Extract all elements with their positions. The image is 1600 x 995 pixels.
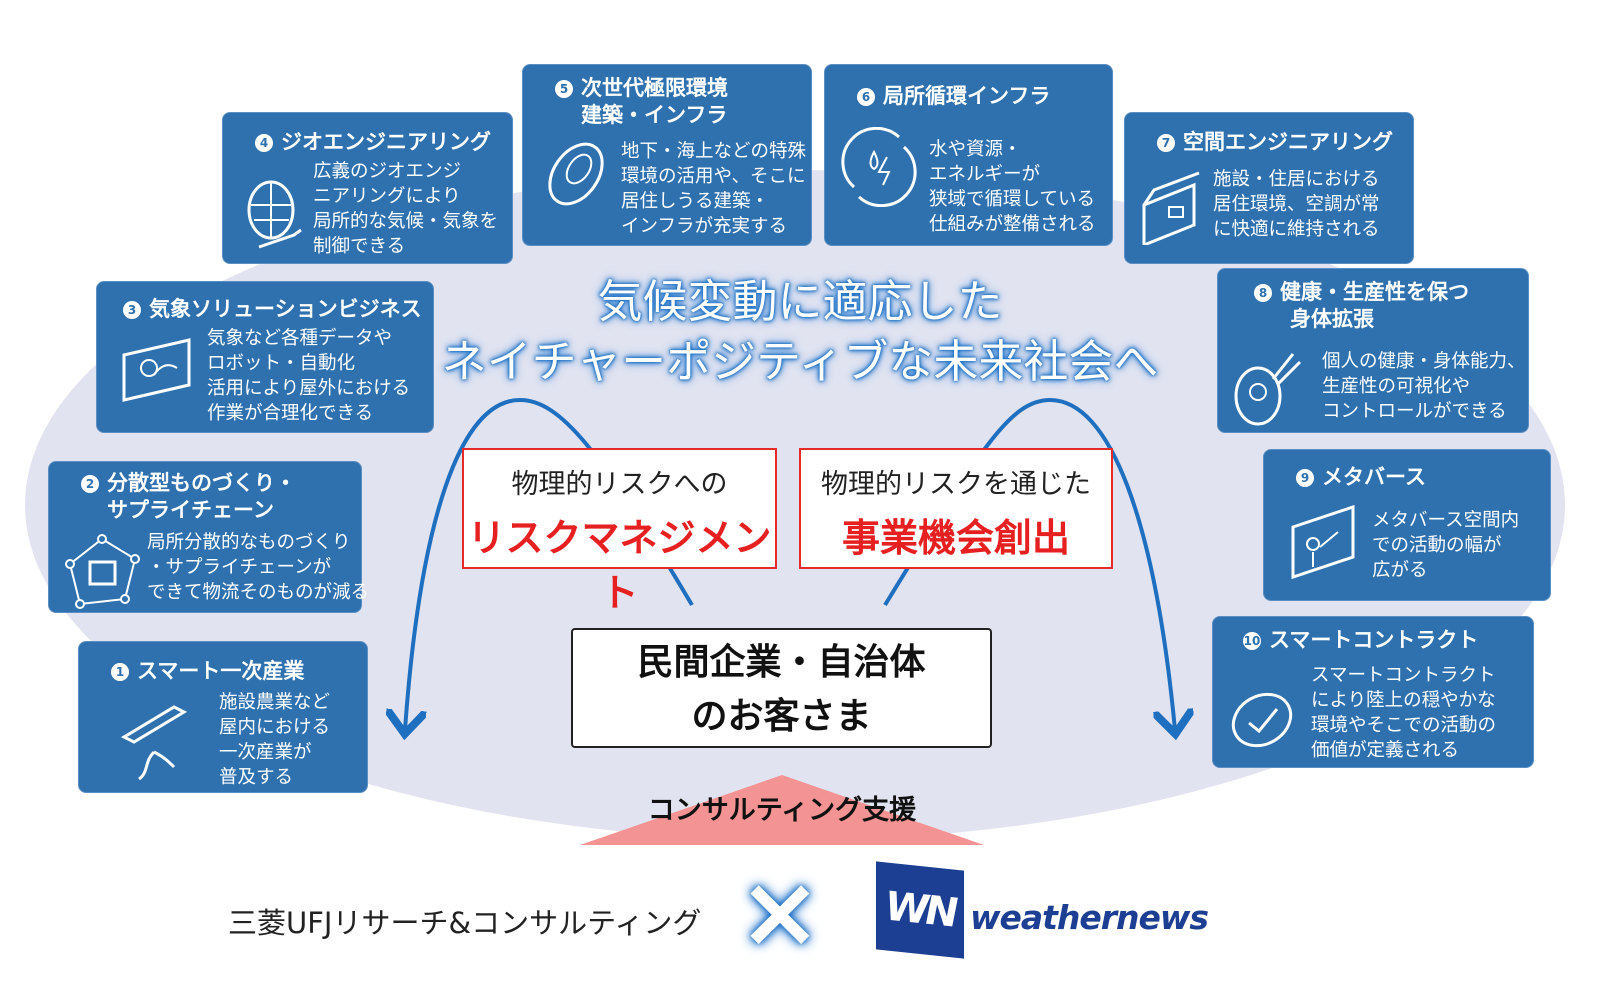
item-weather-solution-business: 3 気象ソリューションビジネス 気象など各種データや ロボット・自動化 活用により… [96, 281, 434, 433]
number-badge: 7 [1157, 134, 1175, 152]
risk-management-label: リスクマネジメント [467, 516, 772, 615]
item-heading-line2: 建築・インフラ [581, 103, 728, 127]
item-heading: 局所循環インフラ [883, 84, 1051, 108]
item-geoengineering: 4 ジオエンジニアリング 広義のジオエンジ ニアリングにより 局所的な気候・気象を… [222, 112, 513, 264]
consulting-triangle [580, 775, 984, 845]
item-heading: 空間エンジニアリング [1183, 130, 1393, 154]
number-badge: 1 [111, 663, 129, 681]
number-badge: 9 [1296, 469, 1314, 487]
virtual-screen-icon [1291, 504, 1355, 580]
number-badge: 6 [857, 88, 875, 106]
item-heading: 分散型ものづくり・ [107, 471, 296, 495]
business-opportunity-label: 事業機会創出 [841, 516, 1070, 560]
item-distributed-manufacturing: 2 分散型ものづくり・サプライチェーン 局所分散的なものづくり ・サプライチェーン… [48, 461, 369, 613]
capsule-structure-icon [548, 142, 604, 206]
body-sensor-icon [1234, 353, 1302, 426]
box-network-icon [65, 534, 140, 609]
globe-hand-icon [247, 180, 302, 249]
water-energy-cycle-icon [841, 127, 917, 207]
item-heading: 気象ソリューションビジネス [149, 297, 422, 321]
number-badge: 4 [255, 134, 273, 152]
number-badge: 8 [1254, 284, 1272, 302]
business-opportunity-subtitle: 物理的リスクを通じた [821, 469, 1091, 500]
cross-icon: × [738, 853, 822, 970]
consulting-label: コンサルティング支援 [647, 795, 917, 826]
mufg-logo-text: 三菱UFJリサーチ&コンサルティング [228, 906, 702, 940]
item-body: 施設・住居における 居住環境、空調が常 に快適に維持される [1213, 169, 1380, 240]
item-body: 局所分散的なものづくり ・サプライチェーンが できて物流そのものが減る [147, 532, 370, 603]
weathernews-logo-text: weathernews [970, 898, 1209, 937]
title-line2: ネイチャーポジティブな未来社会へ [441, 335, 1159, 388]
contract-check-icon [1231, 692, 1293, 748]
item-heading: スマートコントラクト [1269, 628, 1479, 652]
weather-monitor-icon [122, 338, 191, 402]
building-sparkle-icon [1142, 171, 1200, 245]
item-smart-primary-industry: 1 スマート一次産業 施設農業など 屋内における 一次産業が 普及する [78, 641, 368, 793]
item-body: 水や資源・ エネルギーが 狭域で循環している 仕組みが整備される [929, 139, 1096, 235]
item-heading: メタバース [1322, 465, 1426, 489]
item-body: 広義のジオエンジ ニアリングにより 局所的な気候・気象を 制御できる [313, 161, 499, 257]
customer-line1: 民間企業・自治体 [637, 642, 926, 683]
item-heading: 健康・生産性を保つ [1280, 280, 1469, 304]
customer-line2: のお客さま [691, 696, 872, 737]
item-heading: 次世代極限環境 [581, 76, 728, 100]
item-heading-line2: サプライチェーン [107, 498, 274, 522]
item-body: 施設農業など 屋内における 一次産業が 普及する [219, 692, 331, 788]
item-heading: スマート一次産業 [137, 659, 305, 683]
main-title: 気候変動に適応した ネイチャーポジティブな未来社会へ [420, 272, 1180, 392]
item-body: 個人の健康・身体能力、 生産性の可視化や コントロールができる [1322, 351, 1526, 422]
item-body: スマートコントラクト により陸上の穏やかな 環境やそこでの活動の 価値が定義され… [1311, 665, 1497, 761]
risk-management-subtitle: 物理的リスクへの [511, 469, 728, 500]
item-local-circulation-infra: 6 局所循環インフラ 水や資源・ エネルギーが 狭域で循環している 仕組みが整備さ… [824, 64, 1113, 246]
item-body-augmentation: 8 健康・生産性を保つ身体拡張 個人の健康・身体能力、 生産性の可視化や コントロ… [1217, 268, 1529, 433]
number-badge: 3 [123, 301, 141, 319]
item-heading: ジオエンジニアリング [281, 130, 491, 154]
weathernews-logo-mark: WN [876, 861, 964, 959]
title-line1: 気候変動に適応した [597, 275, 1003, 328]
item-body: 気象など各種データや ロボット・自動化 活用により屋外における 作業が合理化でき… [207, 328, 411, 424]
item-body: 地下・海上などの特殊 環境の活用や、そこに 居住しうる建築・ インフラが充実する [621, 141, 807, 237]
number-badge: 10 [1243, 632, 1261, 650]
item-extreme-environment-infra: 5 次世代極限環境建築・インフラ 地下・海上などの特殊 環境の活用や、そこに 居住… [522, 64, 812, 246]
item-metaverse: 9 メタバース メタバース空間内 での活動の幅が 広がる [1263, 449, 1551, 601]
item-smart-contract: 10 スマートコントラクト スマートコントラクト により陸上の穏やかな 環境やそこ… [1212, 616, 1534, 768]
customer-box: 民間企業・自治体 のお客さま [571, 628, 992, 748]
number-badge: 2 [81, 475, 99, 493]
item-spatial-engineering: 7 空間エンジニアリング 施設・住居における 居住環境、空調が常 に快適に維持され… [1124, 112, 1414, 264]
number-badge: 5 [555, 80, 573, 98]
item-heading-line2: 身体拡張 [1290, 307, 1374, 331]
item-body: メタバース空間内 での活動の幅が 広がる [1372, 510, 1520, 581]
plant-sprinkler-icon [120, 705, 188, 781]
business-opportunity-box: 物理的リスクを通じた 事業機会創出 [799, 448, 1113, 569]
risk-management-box: 物理的リスクへの リスクマネジメント [462, 448, 777, 615]
